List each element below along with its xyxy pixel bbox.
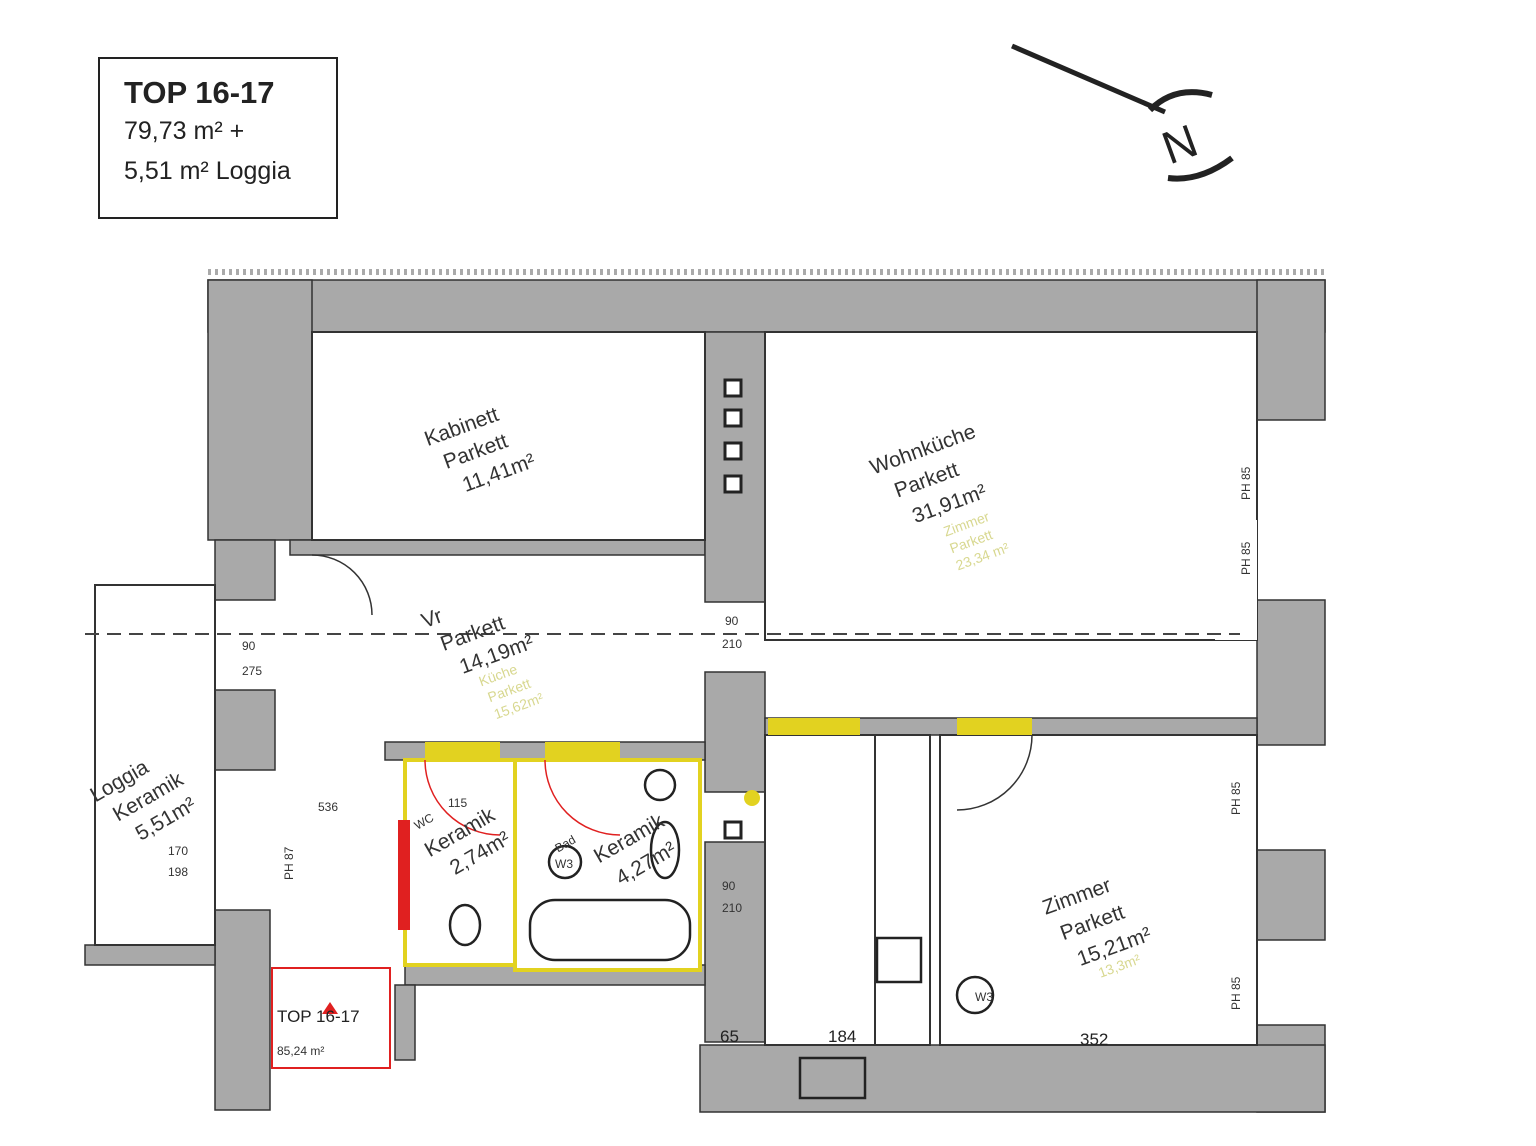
- svg-text:184: 184: [828, 1027, 856, 1046]
- svg-text:TOP 16-17: TOP 16-17: [277, 1007, 360, 1026]
- svg-text:PH 85: PH 85: [1229, 781, 1243, 815]
- sink-icon: [649, 820, 681, 880]
- dimension-labels: 65 184 352 90 210 90 275 536 90 210 170 …: [168, 466, 1253, 1049]
- bathtub-icon: [528, 898, 692, 962]
- fixtures: [448, 768, 995, 1100]
- stove-icon: [875, 936, 923, 984]
- door-markers: [271, 554, 1033, 1069]
- kitchen-sink-icon: [798, 1056, 867, 1100]
- svg-text:65: 65: [720, 1027, 739, 1046]
- svg-text:90: 90: [242, 639, 256, 653]
- svg-text:170: 170: [168, 844, 188, 858]
- svg-text:275: 275: [242, 664, 262, 678]
- room-outlines: [94, 331, 1258, 1046]
- vorraum-label: Vr Parkett 14,19m² Küche Parkett 15,62m²: [418, 604, 545, 722]
- svg-text:90: 90: [722, 879, 736, 893]
- svg-text:PH 87: PH 87: [282, 846, 296, 880]
- entrance-label: TOP 16-17 85,24 m²: [277, 1007, 360, 1058]
- svg-text:210: 210: [722, 637, 742, 651]
- svg-text:352: 352: [1080, 1030, 1108, 1049]
- svg-text:85,24 m²: 85,24 m²: [277, 1044, 324, 1058]
- svg-text:90: 90: [725, 614, 739, 628]
- svg-text:115: 115: [448, 796, 467, 810]
- svg-text:210: 210: [722, 901, 742, 915]
- north-label: N: [1155, 114, 1204, 174]
- toilet-icon: [448, 903, 482, 947]
- svg-text:536: 536: [318, 800, 338, 814]
- svg-text:PH 85: PH 85: [1239, 466, 1253, 500]
- w3-marker-zimmer: [955, 975, 995, 1015]
- apartment-title: TOP 16-17: [124, 75, 275, 110]
- walls: [84, 279, 1326, 1113]
- svg-text:PH 85: PH 85: [1239, 541, 1253, 575]
- washer-icon: [643, 768, 677, 802]
- loggia-area: 5,51 m² Loggia: [124, 157, 291, 185]
- svg-text:198: 198: [168, 865, 188, 879]
- svg-text:W3: W3: [975, 990, 993, 1004]
- kabinett-room: [311, 331, 706, 541]
- svg-text:Vr: Vr: [418, 604, 445, 633]
- svg-text:W3: W3: [555, 857, 573, 871]
- apartment-area: 79,73 m² +: [124, 117, 245, 145]
- w3-marker-bath: [547, 844, 583, 880]
- apartment-info-box: TOP 16-17 79,73 m² + 5,51 m² Loggia: [98, 57, 338, 219]
- compass-north-icon: N: [1011, 43, 1234, 182]
- svg-text:PH 85: PH 85: [1229, 976, 1243, 1010]
- shaft-icons: [723, 378, 743, 840]
